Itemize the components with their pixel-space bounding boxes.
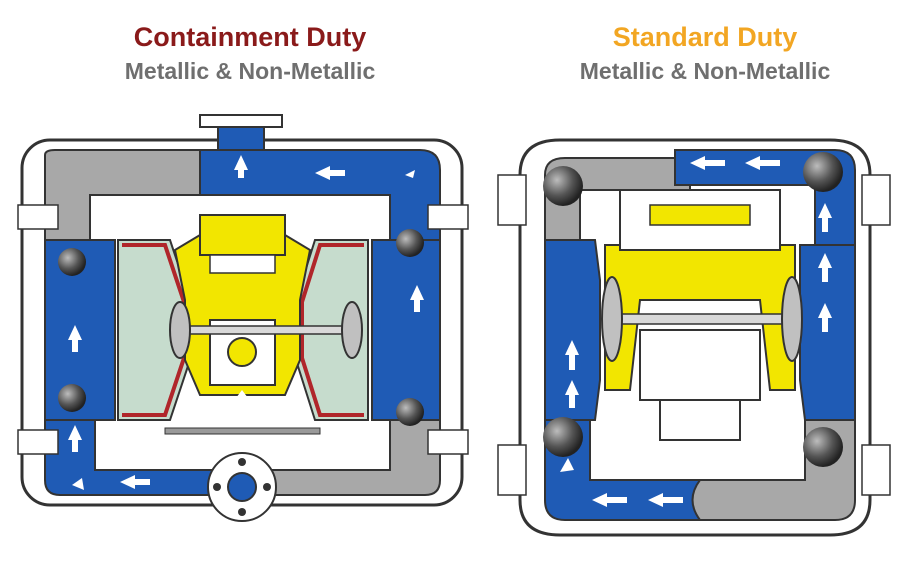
check-ball-icon — [803, 152, 843, 192]
right-side-clamp-tr — [861, 174, 891, 226]
containment-duty-title: Containment Duty — [133, 22, 367, 52]
flow-arrow-icon — [68, 325, 82, 352]
right-piston-r — [781, 276, 803, 362]
right-shaft — [609, 313, 791, 325]
left-side-clamp-tl — [17, 204, 59, 230]
check-ball-icon — [543, 417, 583, 457]
flow-arrow-icon — [818, 203, 832, 232]
flow-arrow-icon — [818, 253, 832, 282]
right-lower-block — [659, 399, 741, 441]
flow-arrow-icon — [745, 156, 780, 170]
flow-arrow-icon — [565, 380, 579, 408]
check-ball-icon — [543, 166, 583, 206]
check-ball-icon — [58, 248, 86, 276]
standard-duty-title: Standard Duty — [612, 22, 798, 52]
left-shaft — [174, 325, 361, 335]
check-ball-icon — [58, 384, 86, 412]
right-piston-l — [601, 276, 623, 362]
check-ball-icon — [396, 229, 424, 257]
right-air-valve-spool — [649, 204, 751, 226]
right-side-clamp-bl — [497, 444, 527, 496]
left-piston-r — [341, 301, 363, 359]
left-side-clamp-bl — [17, 429, 59, 455]
flow-arrow-icon — [818, 303, 832, 332]
flow-arrow-icon — [560, 458, 574, 472]
flow-arrow-icon — [405, 170, 415, 178]
left-side-clamp-br — [427, 429, 469, 455]
left-top-manifold-gray — [44, 149, 201, 241]
left-bottom-manifold-blue — [44, 419, 216, 496]
left-fluid-chamber-r — [371, 239, 441, 421]
standard-duty-subtitle: Metallic & Non-Metallic — [579, 58, 831, 84]
right-side-clamp-br — [861, 444, 891, 496]
containment-duty-pump — [17, 114, 469, 522]
left-pilot-valve — [227, 337, 257, 367]
flow-arrow-icon — [315, 166, 345, 180]
check-ball-icon — [803, 427, 843, 467]
flow-arrow-icon — [565, 340, 579, 370]
left-discharge-flange — [199, 114, 283, 128]
flow-arrow-icon — [236, 390, 248, 398]
flow-arrow-icon — [120, 475, 150, 489]
flow-arrow-icon — [410, 285, 424, 312]
left-tie-rod — [164, 427, 321, 435]
check-ball-icon — [396, 398, 424, 426]
right-flow-arrows — [560, 156, 832, 507]
flow-arrow-icon — [234, 155, 248, 178]
flow-arrow-icon — [690, 156, 725, 170]
right-side-clamp-tl — [497, 174, 527, 226]
left-air-valve — [199, 214, 286, 256]
flange-icon — [207, 452, 277, 522]
left-air-valve-spool — [209, 254, 276, 274]
left-top-manifold-blue — [199, 149, 441, 241]
flow-arrow-icon — [592, 493, 627, 507]
left-piston-l — [169, 301, 191, 359]
flow-arrow-icon — [648, 493, 683, 507]
left-flow-arrows — [68, 155, 424, 490]
containment-duty-subtitle: Metallic & Non-Metallic — [124, 58, 376, 84]
left-side-clamp-tr — [427, 204, 469, 230]
flow-arrow-icon — [72, 478, 84, 490]
standard-duty-pump — [497, 138, 891, 537]
flow-arrow-icon — [68, 425, 82, 452]
right-center-block — [639, 329, 761, 401]
